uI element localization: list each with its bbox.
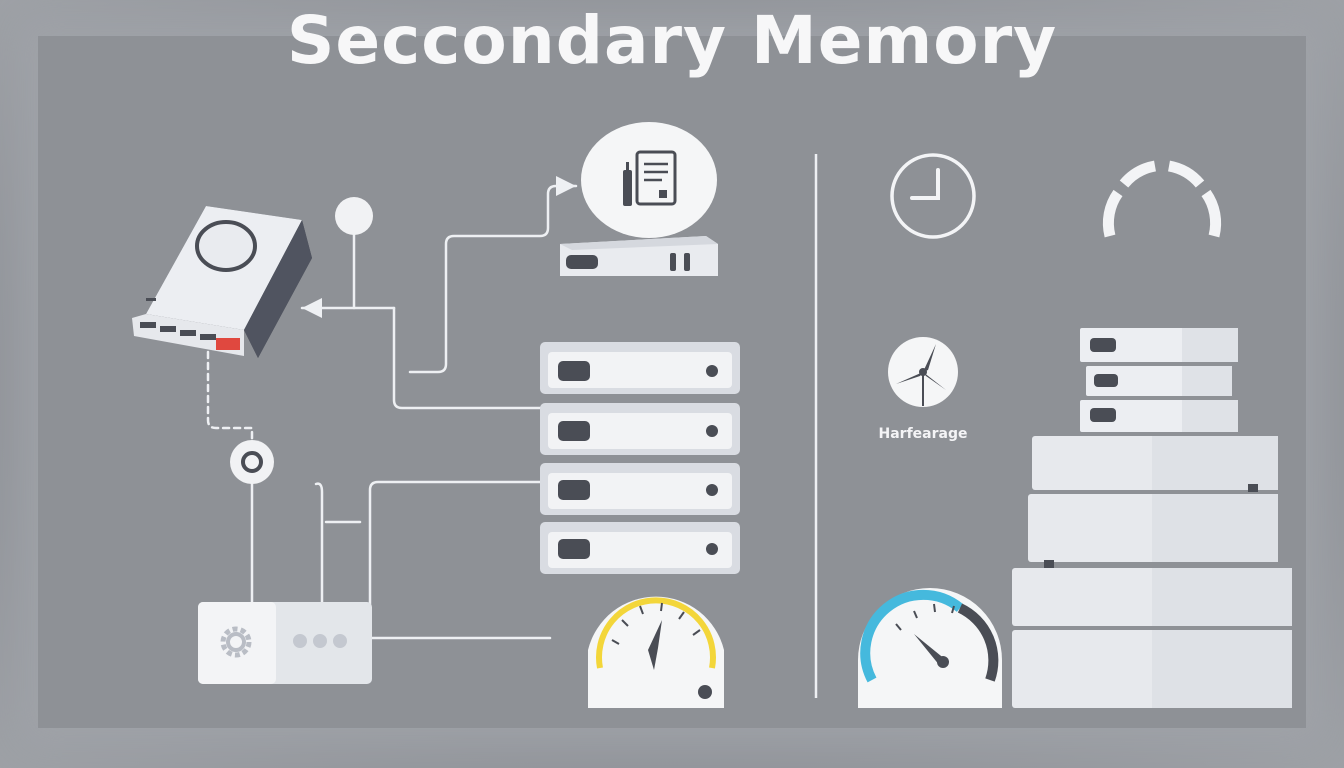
storage-drawer: [1080, 400, 1238, 432]
settings-device-icon: [198, 602, 372, 684]
connector-to-document: [408, 176, 578, 374]
storage-drawer: [1080, 328, 1238, 362]
storage-block: [1012, 568, 1292, 626]
storage-block: [1028, 494, 1278, 568]
connector-drive-to-rack: [392, 306, 542, 410]
rack-unit: [540, 522, 740, 574]
network-node-icon: [335, 197, 373, 235]
storage-block: [1012, 630, 1292, 708]
fan-caption: Harfearage: [878, 426, 968, 442]
clock-icon: [890, 153, 976, 239]
connector-lines: [206, 176, 578, 640]
hard-drive-icon: [132, 206, 312, 358]
storage-block: [1032, 436, 1278, 492]
network-ring-icon: [230, 440, 274, 484]
page-title: Seccondary Memory: [286, 2, 1058, 79]
storage-stack-icon: [1012, 328, 1292, 708]
fan-icon: [888, 337, 958, 407]
arc-gauge-icon: [1102, 160, 1222, 238]
server-rack-icon: [540, 342, 740, 574]
rack-unit: [540, 403, 740, 455]
rack-unit: [540, 342, 740, 394]
gear-icon: [220, 626, 252, 658]
rack-unit: [540, 463, 740, 515]
connector-dashed: [206, 350, 254, 448]
speedometer-cyan-icon: [858, 588, 1002, 708]
server-unit-icon: [560, 236, 718, 276]
storage-drawer: [1086, 366, 1232, 396]
document-bubble-icon: [581, 122, 717, 238]
speedometer-icon: [588, 596, 724, 708]
connector-device-left: [314, 482, 324, 606]
connector-device-to-rack: [368, 480, 542, 606]
